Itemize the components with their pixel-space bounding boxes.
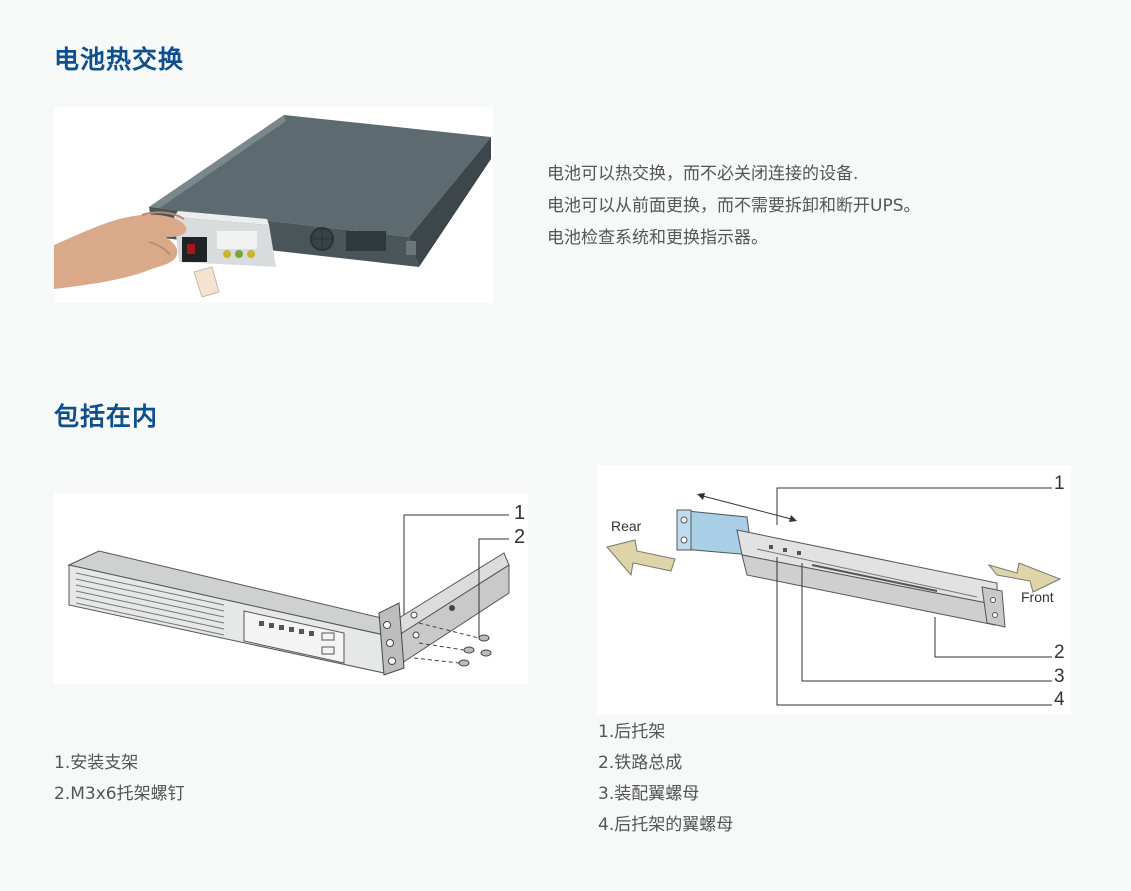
legend-item: 4.后托架的翼螺母 [598,815,734,835]
hotswap-description: 电池可以热交换，而不必关闭连接的设备. 电池可以从前面更换，而不需要拆卸和断开U… [547,158,921,254]
hotswap-line: 电池检查系统和更换指示器。 [547,228,768,248]
bracket-legend: 1.安装支架 2.M3x6托架螺钉 [54,748,185,810]
legend-item: 1.安装支架 [54,753,139,773]
battery-hotswap-photo [54,107,493,303]
rear-label: Rear [611,518,642,534]
hotswap-line: 电池可以热交换，而不必关闭连接的设备. [547,164,859,184]
bracket-callout-2: 2 [514,526,525,548]
bracket-diagram: 1 2 [54,493,528,684]
rail-legend: 1.后托架 2.铁路总成 3.装配翼螺母 4.后托架的翼螺母 [598,717,733,841]
rail-callout-3: 3 [1054,666,1065,687]
hotswap-line: 电池可以从前面更换，而不需要拆卸和断开UPS。 [547,196,921,216]
rail-kit-diagram: Rear Front 1 2 3 4 [597,465,1071,715]
legend-item: 3.装配翼螺母 [598,784,700,804]
rail-callout-1: 1 [1054,473,1065,494]
legend-item: 1.后托架 [598,722,666,742]
section-title-hotswap: 电池热交换 [54,45,185,74]
front-label: Front [1021,589,1054,605]
legend-item: 2.M3x6托架螺钉 [54,784,185,804]
legend-item: 2.铁路总成 [598,753,683,773]
rail-callout-4: 4 [1054,689,1065,710]
rail-callout-2: 2 [1054,642,1065,663]
section-title-included: 包括在内 [54,402,159,431]
bracket-callout-1: 1 [514,502,525,524]
